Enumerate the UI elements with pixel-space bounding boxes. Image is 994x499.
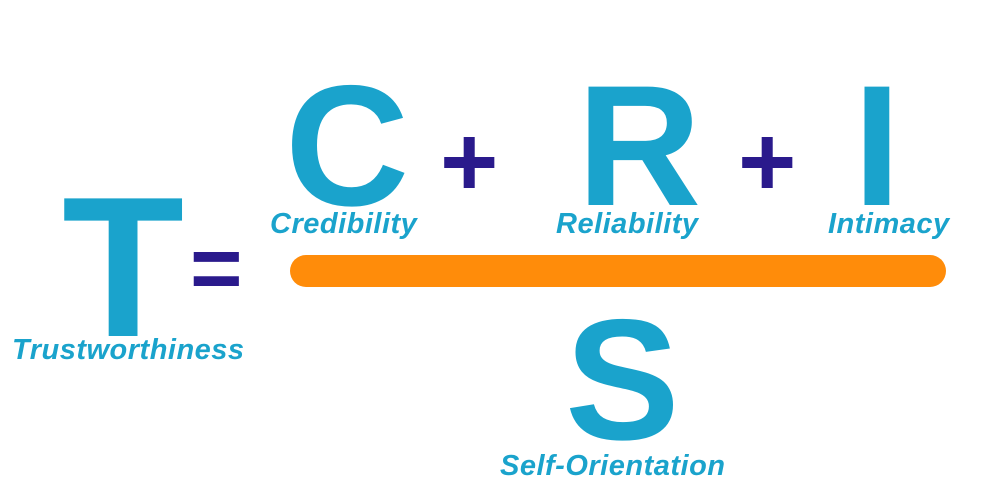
caption-trustworthiness: Trustworthiness [12, 334, 245, 366]
fraction-bar [290, 255, 946, 287]
plus-sign-2: + [738, 106, 797, 218]
plus-sign-1: + [440, 106, 499, 218]
letter-t: T [62, 156, 185, 379]
letter-s: S [565, 284, 680, 476]
equals-sign: = [190, 219, 243, 319]
caption-intimacy: Intimacy [828, 208, 950, 240]
letter-c: C [285, 50, 410, 242]
letter-r: R [577, 50, 702, 242]
letter-i: I [853, 50, 901, 242]
caption-self-orientation: Self-Orientation [500, 450, 726, 482]
caption-credibility: Credibility [270, 208, 418, 240]
caption-reliability: Reliability [556, 208, 699, 240]
